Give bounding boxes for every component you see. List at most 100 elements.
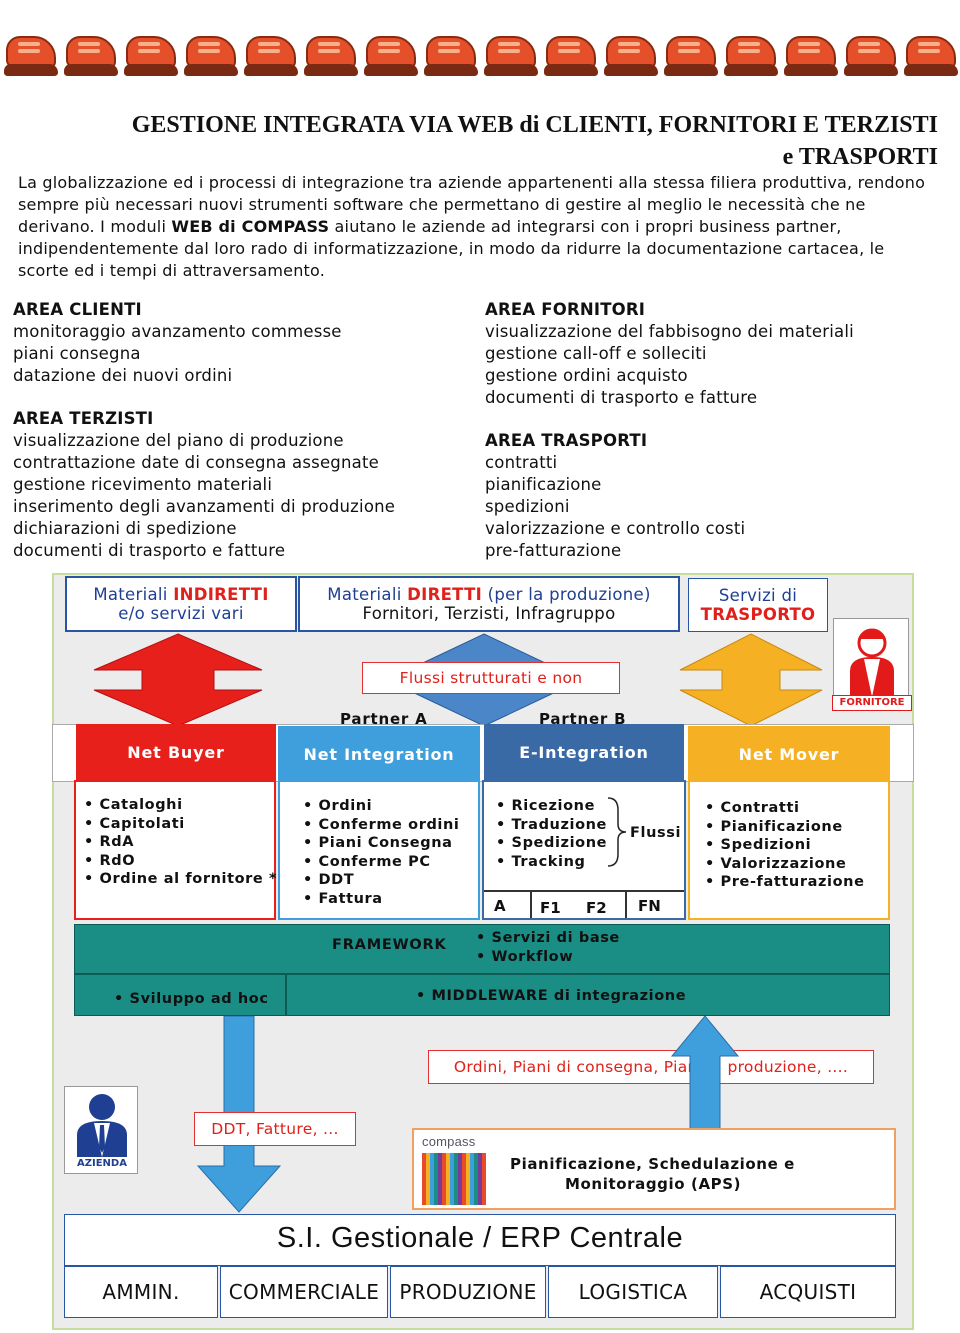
net-integration-list: Ordini Conferme ordini Piani Consegna Co… [303, 797, 460, 908]
erp-module-produzione: PRODUZIONE [399, 1280, 537, 1304]
shoe-icon [180, 28, 240, 86]
intro-emphasis: WEB di COMPASS [171, 217, 330, 236]
e-integration-list: Ricezione Traduzione Spedizione Tracking [496, 797, 607, 871]
list-item: MIDDLEWARE di integrazione [416, 987, 686, 1006]
area-heading: AREA CLIENTI [13, 300, 142, 319]
page-title-line2: e TRASPORTI [782, 144, 938, 170]
aps-box [412, 1128, 896, 1210]
azienda-icon: AZIENDA [64, 1086, 138, 1174]
list-item: Workflow [476, 948, 620, 967]
shoe-icon [480, 28, 540, 86]
intro-paragraph: La globalizzazione ed i processi di inte… [18, 172, 938, 282]
area-item: gestione ordini acquisto [485, 366, 688, 385]
fornitore-label: FORNITORE [832, 695, 912, 711]
compass-logo: compass [422, 1134, 486, 1206]
erp-module-box [64, 1266, 218, 1318]
area-item: gestione ricevimento materiali [13, 475, 273, 494]
erp-module-commerciale: COMMERCIALE [228, 1280, 380, 1304]
area-heading: AREA TERZISTI [13, 409, 154, 428]
partner-code: F2 [586, 899, 607, 917]
area-item: spedizioni [485, 497, 570, 516]
box-highlight: TRASPORTO [700, 605, 816, 624]
divider [625, 890, 627, 918]
shoe-icon [840, 28, 900, 86]
list-item: RdO [84, 852, 277, 871]
list-item: Conferme ordini [303, 816, 460, 835]
flussi-brace-label: Flussi [630, 825, 682, 841]
list-item: Ordine al fornitore * [84, 870, 277, 889]
list-item: Conferme PC [303, 853, 460, 872]
partner-code: FN [638, 897, 661, 915]
divider [484, 890, 684, 892]
net-mover-list: Contratti Pianificazione Spedizioni Valo… [705, 799, 865, 892]
compass-logo-text: compass [422, 1134, 476, 1149]
area-item: inserimento degli avanzamenti di produzi… [13, 497, 396, 516]
area-item: valorizzazione e controllo costi [485, 519, 746, 538]
area-terzisti: AREA TERZISTI visualizzazione del piano … [13, 408, 395, 562]
erp-module-acquisti: ACQUISTI [759, 1280, 857, 1304]
box-text: Fornitori, Terzisti, Infragruppo [362, 604, 616, 623]
area-item: visualizzazione del piano di produzione [13, 431, 344, 450]
area-item: datazione dei nuovi ordini [13, 366, 233, 385]
module-net-integration: Net Integration [278, 726, 480, 782]
list-item: DDT [303, 871, 460, 890]
erp-module-box [720, 1266, 896, 1318]
box-text: Materiali [93, 585, 174, 604]
area-item: dichiarazioni di spedizione [13, 519, 237, 538]
list-item: Tracking [496, 853, 607, 872]
erp-module-box [220, 1266, 388, 1318]
box-materiali-diretti: Materiali DIRETTI (per la produzione) Fo… [298, 576, 680, 632]
page-title: GESTIONE INTEGRATA VIA WEB di CLIENTI, F… [131, 112, 938, 138]
middleware-list: MIDDLEWARE di integrazione [416, 987, 686, 1006]
shoe-icon [660, 28, 720, 86]
azienda-label: AZIENDA [77, 1158, 127, 1169]
list-item: Ordini [303, 797, 460, 816]
area-fornitori: AREA FORNITORI visualizzazione del fabbi… [485, 299, 854, 409]
person-icon [77, 1094, 127, 1157]
list-item: Cataloghi [84, 796, 277, 815]
area-item: visualizzazione del fabbisogno dei mater… [485, 322, 854, 341]
erp-module-box [390, 1266, 546, 1318]
flussi-strutturati-label: Flussi strutturati e non [362, 662, 620, 694]
net-buyer-list: Cataloghi Capitolati RdA RdO Ordine al f… [84, 796, 277, 889]
area-item: pre-fatturazione [485, 541, 622, 560]
list-item: Piani Consegna [303, 834, 460, 853]
box-text: e/o servizi vari [118, 604, 244, 623]
shoe-icon [540, 28, 600, 86]
box-servizi-trasporto: Servizi di TRASPORTO [688, 578, 828, 632]
middleware-bar [286, 974, 890, 1016]
list-item: Sviluppo ad hoc [114, 990, 269, 1009]
list-item: Pianificazione [705, 818, 865, 837]
list-item: Spedizione [496, 834, 607, 853]
area-item: piani consegna [13, 344, 141, 363]
ddt-fatture-label: DDT, Fatture, ... [194, 1112, 356, 1146]
partner-b-label: Partner B [539, 710, 627, 728]
list-item: Spedizioni [705, 836, 865, 855]
erp-module-box [548, 1266, 718, 1318]
area-clienti: AREA CLIENTI monitoraggio avanzamento co… [13, 299, 342, 387]
area-item: contratti [485, 453, 558, 472]
partner-code: F1 [540, 899, 561, 917]
erp-title: S.I. Gestionale / ERP Centrale [276, 1222, 684, 1254]
arrow-ordini-up [670, 1016, 740, 1131]
list-item: Pre-fatturazione [705, 873, 865, 892]
box-text: (per la produzione) [482, 585, 651, 604]
aps-line2: Monitoraggio (APS) [565, 1175, 742, 1193]
list-item: Valorizzazione [705, 855, 865, 874]
shoe-icon [0, 28, 60, 86]
brace-icon [607, 797, 627, 867]
module-net-mover: Net Mover [688, 726, 890, 782]
arrow-trasporto [679, 633, 823, 727]
area-item: documenti di trasporto e fatture [13, 541, 286, 560]
box-materiali-indiretti: Materiali INDIRETTI e/o servizi vari [65, 576, 297, 632]
module-e-integration: E-Integration [484, 724, 684, 780]
box-text: Servizi di [718, 586, 798, 605]
area-item: documenti di trasporto e fatture [485, 388, 758, 407]
partner-a-label: Partner A [340, 710, 428, 728]
list-item: Ricezione [496, 797, 607, 816]
area-item: pianificazione [485, 475, 602, 494]
list-item: Traduzione [496, 816, 607, 835]
shoe-icon [420, 28, 480, 86]
shoe-icon [720, 28, 780, 86]
shoe-icon [780, 28, 840, 86]
